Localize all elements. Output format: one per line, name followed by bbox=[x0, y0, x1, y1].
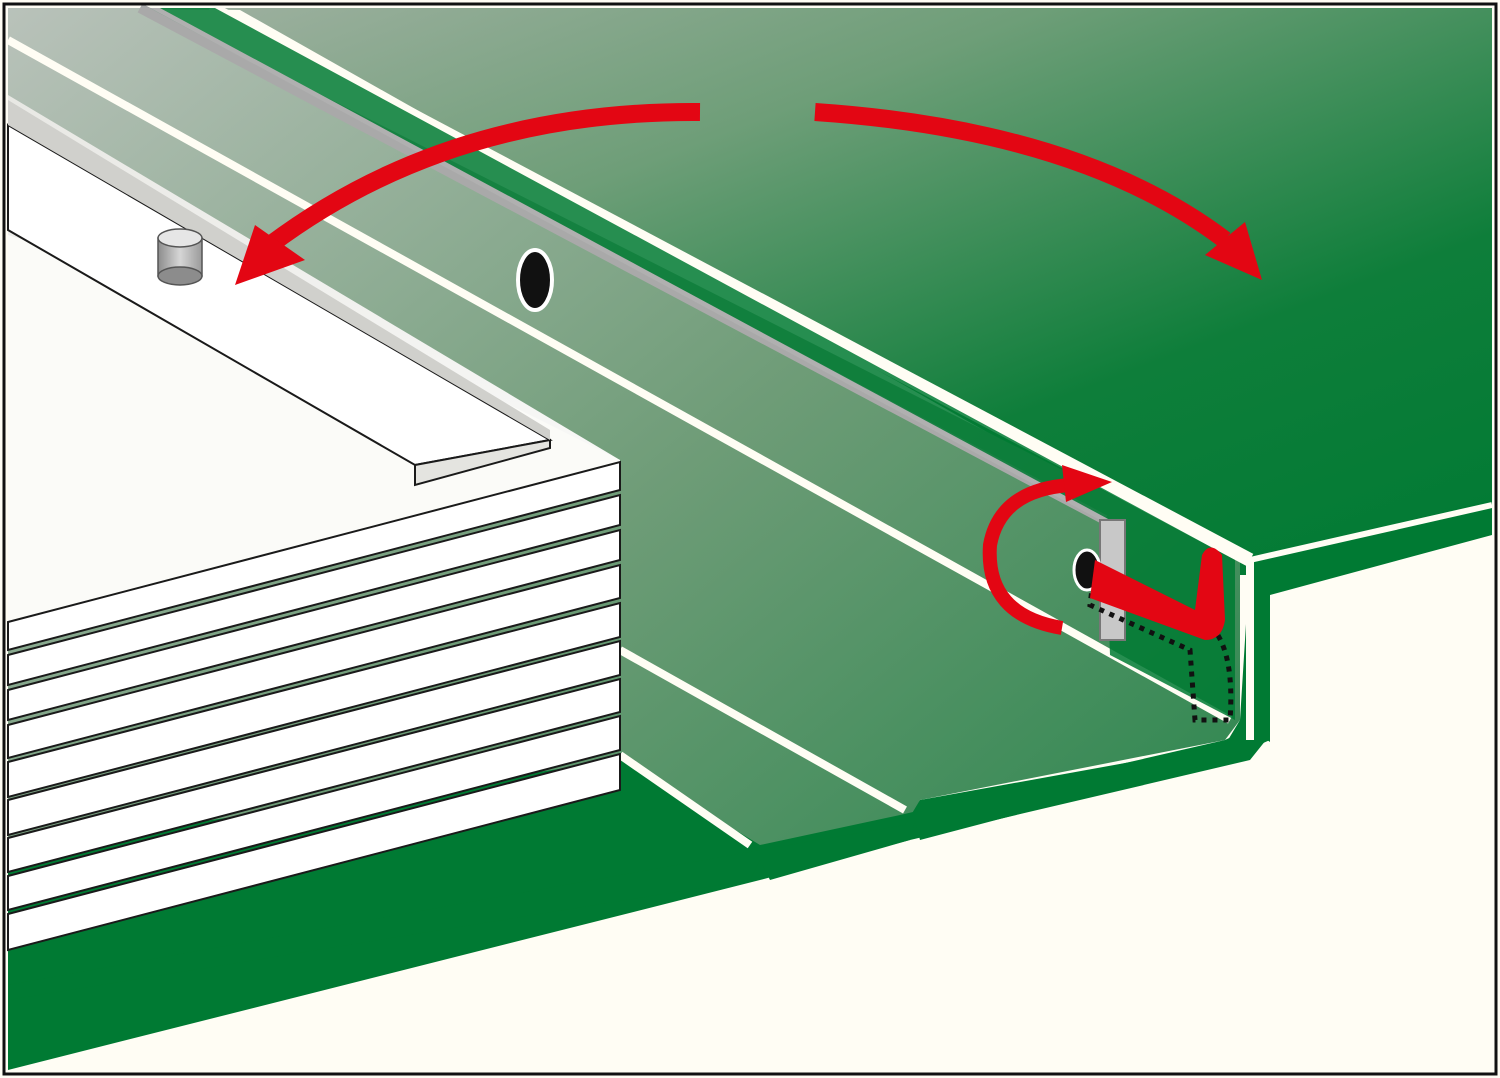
paper-top-face bbox=[8, 235, 620, 625]
rotate-arrow-icon bbox=[982, 465, 1112, 635]
paper-sheet bbox=[7, 714, 621, 912]
paper-sheet bbox=[7, 563, 621, 760]
paper-sheet bbox=[7, 752, 621, 952]
metal-rail bbox=[150, 8, 1110, 520]
spine-channel bbox=[150, 8, 1235, 720]
paper-sheet bbox=[7, 677, 621, 874]
pressure-bar-side bbox=[8, 100, 550, 440]
paper-sheet bbox=[7, 528, 621, 722]
cover-right-edge bbox=[1249, 502, 1493, 563]
rail-hole-icon bbox=[516, 248, 554, 312]
paper-sheet-edges bbox=[7, 460, 621, 952]
curved-arrow-right-icon bbox=[814, 103, 1262, 280]
paper-stack bbox=[7, 95, 621, 952]
pressure-bar-edge bbox=[414, 438, 551, 487]
peg-icon bbox=[157, 228, 203, 286]
front-floor-bottom bbox=[8, 500, 1492, 1000]
paper-sheet bbox=[7, 601, 621, 799]
paper-sheet bbox=[7, 639, 621, 837]
paper-sheet bbox=[7, 493, 621, 687]
spine-edge-lower bbox=[6, 36, 1232, 724]
lever-icon bbox=[1090, 547, 1225, 640]
spine-edge-groove-2 bbox=[617, 751, 753, 849]
spine-edge-groove-1 bbox=[618, 646, 907, 814]
paper-sheet bbox=[7, 460, 621, 652]
curved-arrow-left-icon bbox=[235, 102, 701, 285]
